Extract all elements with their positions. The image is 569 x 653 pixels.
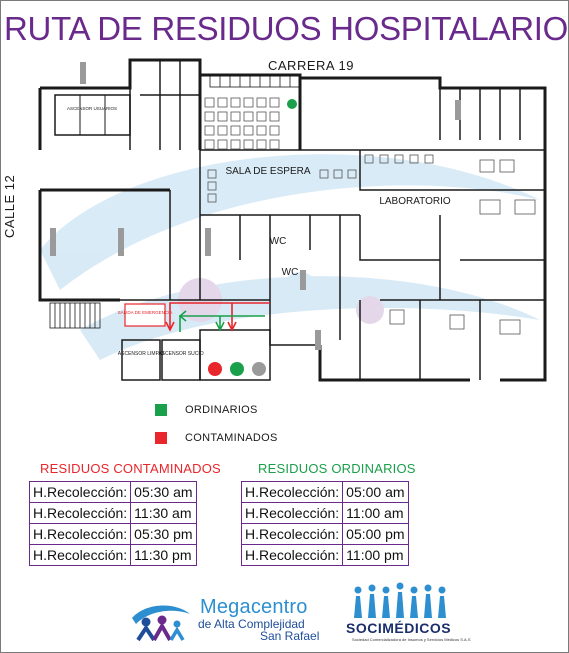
route-contaminados (165, 302, 270, 332)
table-row: H.Recolección:05:00 pm (240, 523, 409, 545)
sala-espera-label: SALA DE ESPERA (225, 166, 310, 177)
contaminados-title: RESIDUOS CONTAMINADOS (40, 461, 221, 476)
table-row: H.Recolección:05:00 am (240, 481, 409, 503)
page-title: RUTA DE RESIDUOS HOSPITALARIOS (4, 10, 569, 47)
red-bin (208, 362, 222, 376)
row-label: H.Recolección: (28, 544, 132, 566)
row-time: 11:30 am (130, 502, 197, 524)
legend-swatch-red (155, 432, 167, 444)
watermark (40, 154, 540, 360)
row-time: 05:00 am (342, 481, 409, 503)
legend-swatch-green (155, 404, 167, 416)
row-time: 11:00 pm (342, 544, 409, 566)
legend-label: ORDINARIOS (185, 404, 258, 416)
ascensor-limpio-box (121, 339, 161, 381)
megacentro-name: Megacentro (200, 596, 308, 618)
waste-room (199, 329, 271, 381)
stairs (49, 74, 301, 329)
row-label: H.Recolección: (28, 481, 132, 503)
row-time: 05:30 pm (130, 523, 197, 545)
table-row: H.Recolección:11:30 am (28, 502, 197, 524)
megacentro-logo: Megacentro de Alta Complejidad San Rafae… (198, 596, 320, 643)
socimedicos-sub: Sociedad Comercializadora de Insumos y S… (352, 637, 471, 642)
wc-label-2: WC (282, 267, 299, 278)
floor-plan: ASCENSOR USUARIOS ASCENSOR LIMPIO ASCENS… (38, 58, 547, 382)
legend: ORDINARIOS CONTAMINADOS (155, 403, 278, 459)
row-time: 05:00 pm (342, 523, 409, 545)
socimedicos-logo-icon (354, 582, 446, 618)
legend-item-ordinarios: ORDINARIOS (155, 403, 278, 417)
megacentro-logo-icon (132, 605, 190, 642)
ascensor-usuarios-box (54, 94, 131, 136)
ordinarios-table: H.Recolección:05:00 am H.Recolección:11:… (240, 481, 409, 566)
table-row: H.Recolección:11:30 pm (28, 544, 197, 566)
grey-bin (252, 362, 266, 376)
green-marker (287, 99, 297, 109)
route-ordinarios (178, 310, 265, 332)
row-label: H.Recolección: (28, 502, 132, 524)
row-time: 05:30 am (130, 481, 197, 503)
pillars (50, 62, 461, 350)
legend-label: CONTAMINADOS (185, 432, 278, 444)
salida-label: SALIDA DE EMERGENCIA (118, 310, 173, 315)
laboratorio-label: LABORATORIO (379, 196, 451, 207)
ascensor-usuarios-label: ASCENSOR USUARIOS (67, 106, 117, 111)
row-label: H.Recolección: (240, 523, 344, 545)
row-label: H.Recolección: (240, 544, 344, 566)
ascensor-sucio-box (161, 339, 201, 381)
socimedicos-name: SOCIMÉDICOS (346, 620, 452, 636)
legend-item-contaminados: CONTAMINADOS (155, 431, 278, 445)
row-label: H.Recolección: (240, 481, 344, 503)
table-row: H.Recolección:11:00 am (240, 502, 409, 524)
seating-grid (204, 97, 536, 335)
street-top-label: CARRERA 19 (268, 58, 354, 73)
row-time: 11:30 pm (130, 544, 197, 566)
contaminados-table: H.Recolección:05:30 am H.Recolección:11:… (28, 481, 197, 566)
ordinarios-title: RESIDUOS ORDINARIOS (258, 461, 416, 476)
ascensor-sucio-label: ASCENSOR SUCIO (158, 351, 203, 357)
row-time: 11:00 am (342, 502, 409, 524)
green-bin (230, 362, 244, 376)
salida-emergencia-box (124, 303, 166, 327)
megacentro-sub2: San Rafael (260, 629, 320, 643)
ascensor-limpio-label: ASCENSOR LIMPIO (118, 351, 165, 357)
megacentro-sub: de Alta Complejidad (198, 617, 305, 631)
table-row: H.Recolección:05:30 am (28, 481, 197, 503)
wc-label-1: WC (270, 236, 287, 247)
row-label: H.Recolección: (28, 523, 132, 545)
row-label: H.Recolección: (240, 502, 344, 524)
table-row: H.Recolección:11:00 pm (240, 544, 409, 566)
table-row: H.Recolección:05:30 pm (28, 523, 197, 545)
